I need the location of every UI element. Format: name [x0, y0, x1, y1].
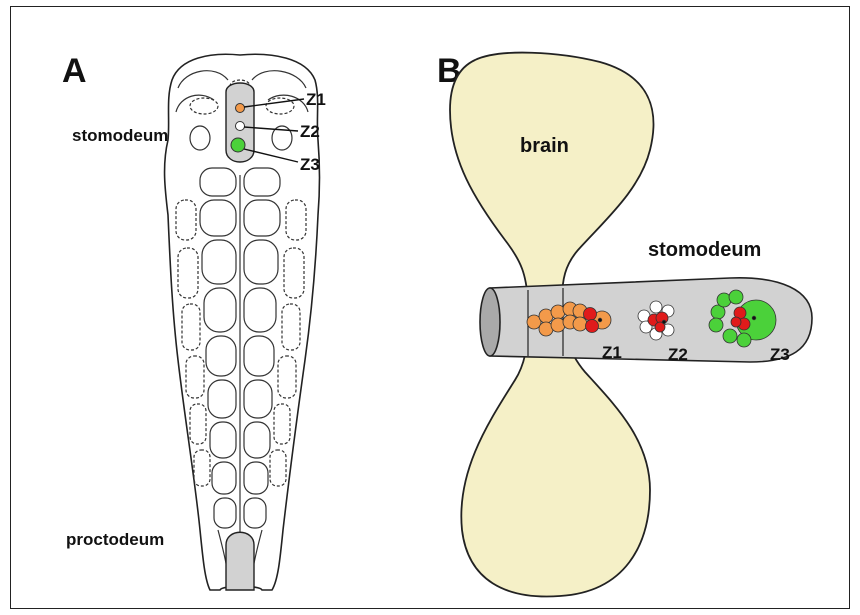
z3-marker-a [231, 138, 245, 152]
stomodeum-label-b: stomodeum [648, 239, 761, 261]
stomodeum-label-a: stomodeum [72, 126, 168, 145]
z2-label-a: Z2 [300, 122, 320, 141]
z2-marker-a [236, 122, 245, 131]
z3-label-b: Z3 [770, 345, 790, 364]
z1-label-b: Z1 [602, 343, 622, 362]
panel-a-letter: A [62, 52, 87, 90]
z2-label-b: Z2 [668, 345, 688, 364]
brain-label: brain [520, 135, 569, 157]
panel-a: A [62, 52, 326, 590]
z1-label-a: Z1 [306, 90, 326, 109]
tube-opening [480, 288, 500, 356]
proctodeum-region [226, 532, 254, 590]
z3-label-a: Z3 [300, 155, 320, 174]
proctodeum-label: proctodeum [66, 530, 164, 549]
panel-b: B [437, 52, 812, 596]
z1-marker-a [236, 104, 245, 113]
